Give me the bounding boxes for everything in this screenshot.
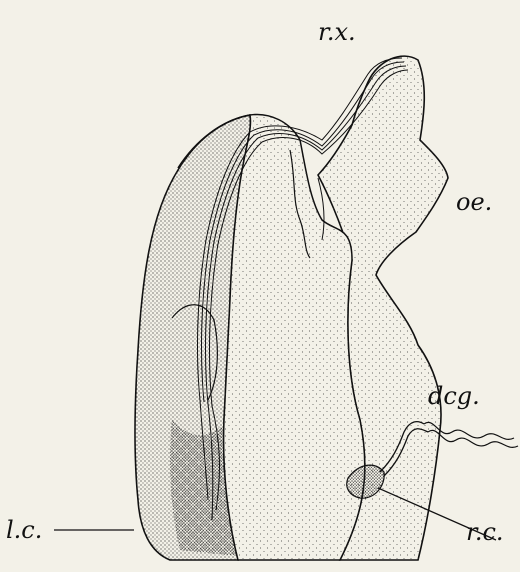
- label-lc: l.c.: [6, 516, 42, 544]
- label-rx: r.x.: [318, 18, 356, 46]
- label-dcg: dcg.: [428, 382, 480, 410]
- label-oe: oe.: [456, 188, 492, 216]
- label-rc: r.c.: [466, 518, 504, 546]
